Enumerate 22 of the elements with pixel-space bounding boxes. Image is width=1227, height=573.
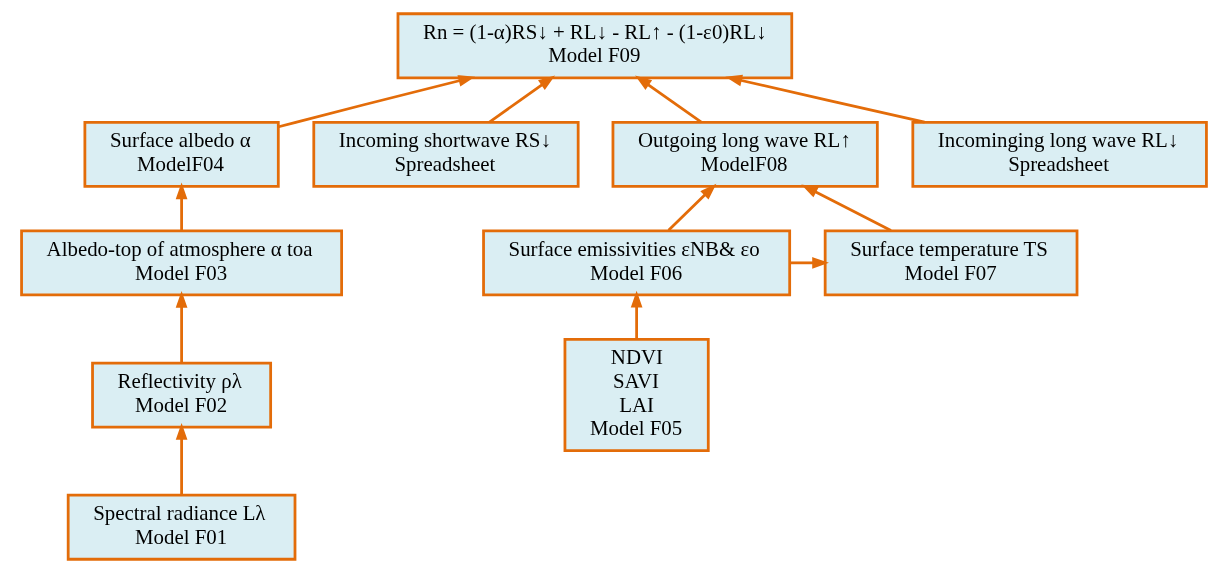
node-box: Spectral radiance Lλ Model F01 — [66, 493, 296, 561]
arrow — [800, 184, 892, 232]
node-box: NDVI SAVI LAI Model F05 — [563, 338, 710, 453]
arrow — [667, 183, 716, 232]
arrow — [630, 290, 642, 340]
arrow — [724, 74, 925, 124]
node-box: Reflectivity ρλ Model F02 — [90, 361, 272, 429]
node-box: Surface albedo α ModelF04 — [83, 120, 280, 188]
arrow — [277, 75, 475, 129]
node-box: Albedo-top of atmosphere α toa Model F03 — [19, 229, 343, 297]
arrow — [175, 182, 187, 231]
node-box: Surface temperature TS Model F07 — [823, 229, 1078, 297]
node-box: Outgoing long wave RL↑ ModelF08 — [611, 120, 879, 188]
arrow — [488, 75, 555, 124]
node-box: Incoming shortwave RS↓ Spreadsheet — [311, 120, 580, 188]
node-box: Surface emissivities εNB& εo Model F06 — [481, 229, 791, 297]
arrow — [789, 257, 829, 269]
arrow — [634, 75, 702, 124]
arrow — [175, 290, 187, 363]
node-box: Incominging long wave RL↓ Spreadsheet — [910, 120, 1208, 188]
node-box: Rn = (1-α)RS↓ + RL↓ - RL↑ - (1-ε0)RL↓ Model F09 — [396, 12, 793, 80]
arrow — [175, 423, 187, 496]
